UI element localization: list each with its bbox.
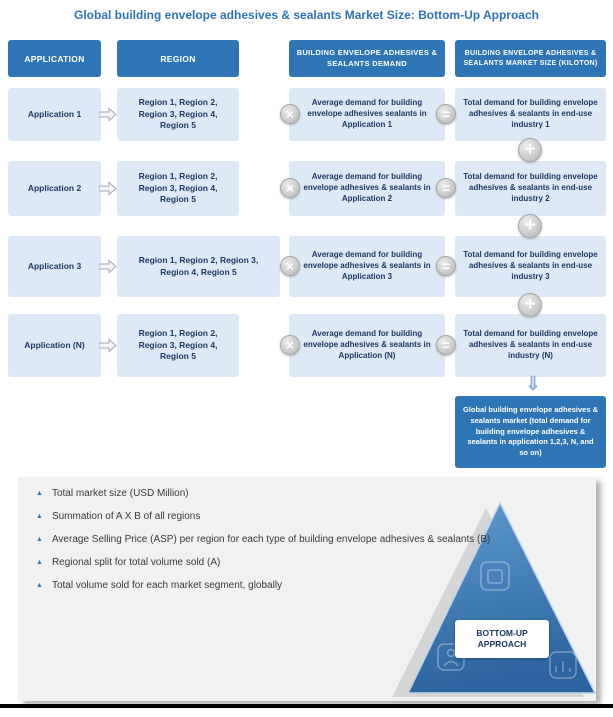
region-box: Region 1, Region 2, Region 3, Region 4, … <box>117 236 280 297</box>
application-box: Application (N) <box>8 314 101 377</box>
list-item: ▲ Regional split for total volume sold (… <box>36 556 516 569</box>
person-icon <box>443 660 459 667</box>
total-demand-box: Total demand for building envelope adhes… <box>455 88 606 141</box>
bullet-triangle-icon: ▲ <box>36 536 43 543</box>
equals-icon: = <box>436 335 456 355</box>
arrow-right-icon <box>99 181 117 196</box>
list-item: ▲ Average Selling Price (ASP) per region… <box>36 533 516 546</box>
notes-list: ▲ Total market size (USD Million) ▲ Summ… <box>36 487 516 592</box>
column-header-demand: BUILDING ENVELOPE ADHESIVES & SEALANTS D… <box>289 40 445 77</box>
total-demand-box: Total demand for building envelope adhes… <box>455 236 606 297</box>
equals-icon: = <box>436 104 456 124</box>
arrow-right-icon <box>99 259 117 274</box>
page-title: Global building envelope adhesives & sea… <box>74 8 539 22</box>
bullet-triangle-icon: ▲ <box>36 582 43 589</box>
arrow-right-icon <box>99 338 117 353</box>
total-demand-box: Total demand for building envelope adhes… <box>455 161 606 216</box>
column-header-market-size: BUILDING ENVELOPE ADHESIVES & SEALANTS M… <box>455 40 606 77</box>
note-text: Total volume sold for each market segmen… <box>51 580 283 591</box>
total-demand-box: Total demand for building envelope adhes… <box>455 314 606 377</box>
bullet-triangle-icon: ▲ <box>36 559 43 566</box>
page-bottom-rule <box>0 704 613 708</box>
multiply-icon: × <box>280 104 300 124</box>
multiply-icon: × <box>280 335 300 355</box>
multiply-icon: × <box>280 178 300 198</box>
note-text: Regional split for total volume sold (A) <box>51 557 221 568</box>
region-box: Region 1, Region 2, Region 3, Region 4, … <box>117 161 239 216</box>
equals-icon: = <box>436 178 456 198</box>
plus-icon: + <box>518 293 542 317</box>
bullet-triangle-icon: ▲ <box>36 513 43 520</box>
plus-icon: + <box>518 138 542 162</box>
note-text: Summation of A X B of all regions <box>51 511 201 522</box>
demand-box: Average demand for building envelope adh… <box>289 314 445 377</box>
box-icon <box>480 561 510 591</box>
multiply-icon: × <box>280 256 300 276</box>
application-box: Application 1 <box>8 88 101 141</box>
demand-box: Average demand for building envelope adh… <box>289 88 445 141</box>
equals-icon: = <box>436 256 456 276</box>
list-item: ▲ Total market size (USD Million) <box>36 487 516 500</box>
list-item: ▲ Summation of A X B of all regions <box>36 510 516 523</box>
column-header-application: APPLICATION <box>8 40 101 77</box>
chart-icon <box>549 651 577 679</box>
double-down-arrow-icon: ⇓ <box>525 374 541 395</box>
note-text: Total market size (USD Million) <box>51 488 189 499</box>
bullet-triangle-icon: ▲ <box>36 490 43 497</box>
application-box: Application 3 <box>8 236 101 297</box>
application-box: Application 2 <box>8 161 101 216</box>
region-box: Region 1, Region 2, Region 3, Region 4, … <box>117 314 239 377</box>
list-item: ▲ Total volume sold for each market segm… <box>36 579 516 592</box>
arrow-right-icon <box>99 107 117 122</box>
chart-icon <box>555 661 571 672</box>
box-icon <box>487 569 503 584</box>
demand-box: Average demand for building envelope adh… <box>289 236 445 297</box>
plus-icon: + <box>518 214 542 238</box>
demand-box: Average demand for building envelope adh… <box>289 161 445 216</box>
region-box: Region 1, Region 2, Region 3, Region 4, … <box>117 88 239 141</box>
global-market-result-box: Global building envelope adhesives & sea… <box>455 396 606 468</box>
note-text: Average Selling Price (ASP) per region f… <box>51 534 491 545</box>
person-icon <box>446 648 456 658</box>
column-header-region: REGION <box>117 40 239 77</box>
bottom-up-approach-label: BOTTOM-UP APPROACH <box>455 620 549 658</box>
